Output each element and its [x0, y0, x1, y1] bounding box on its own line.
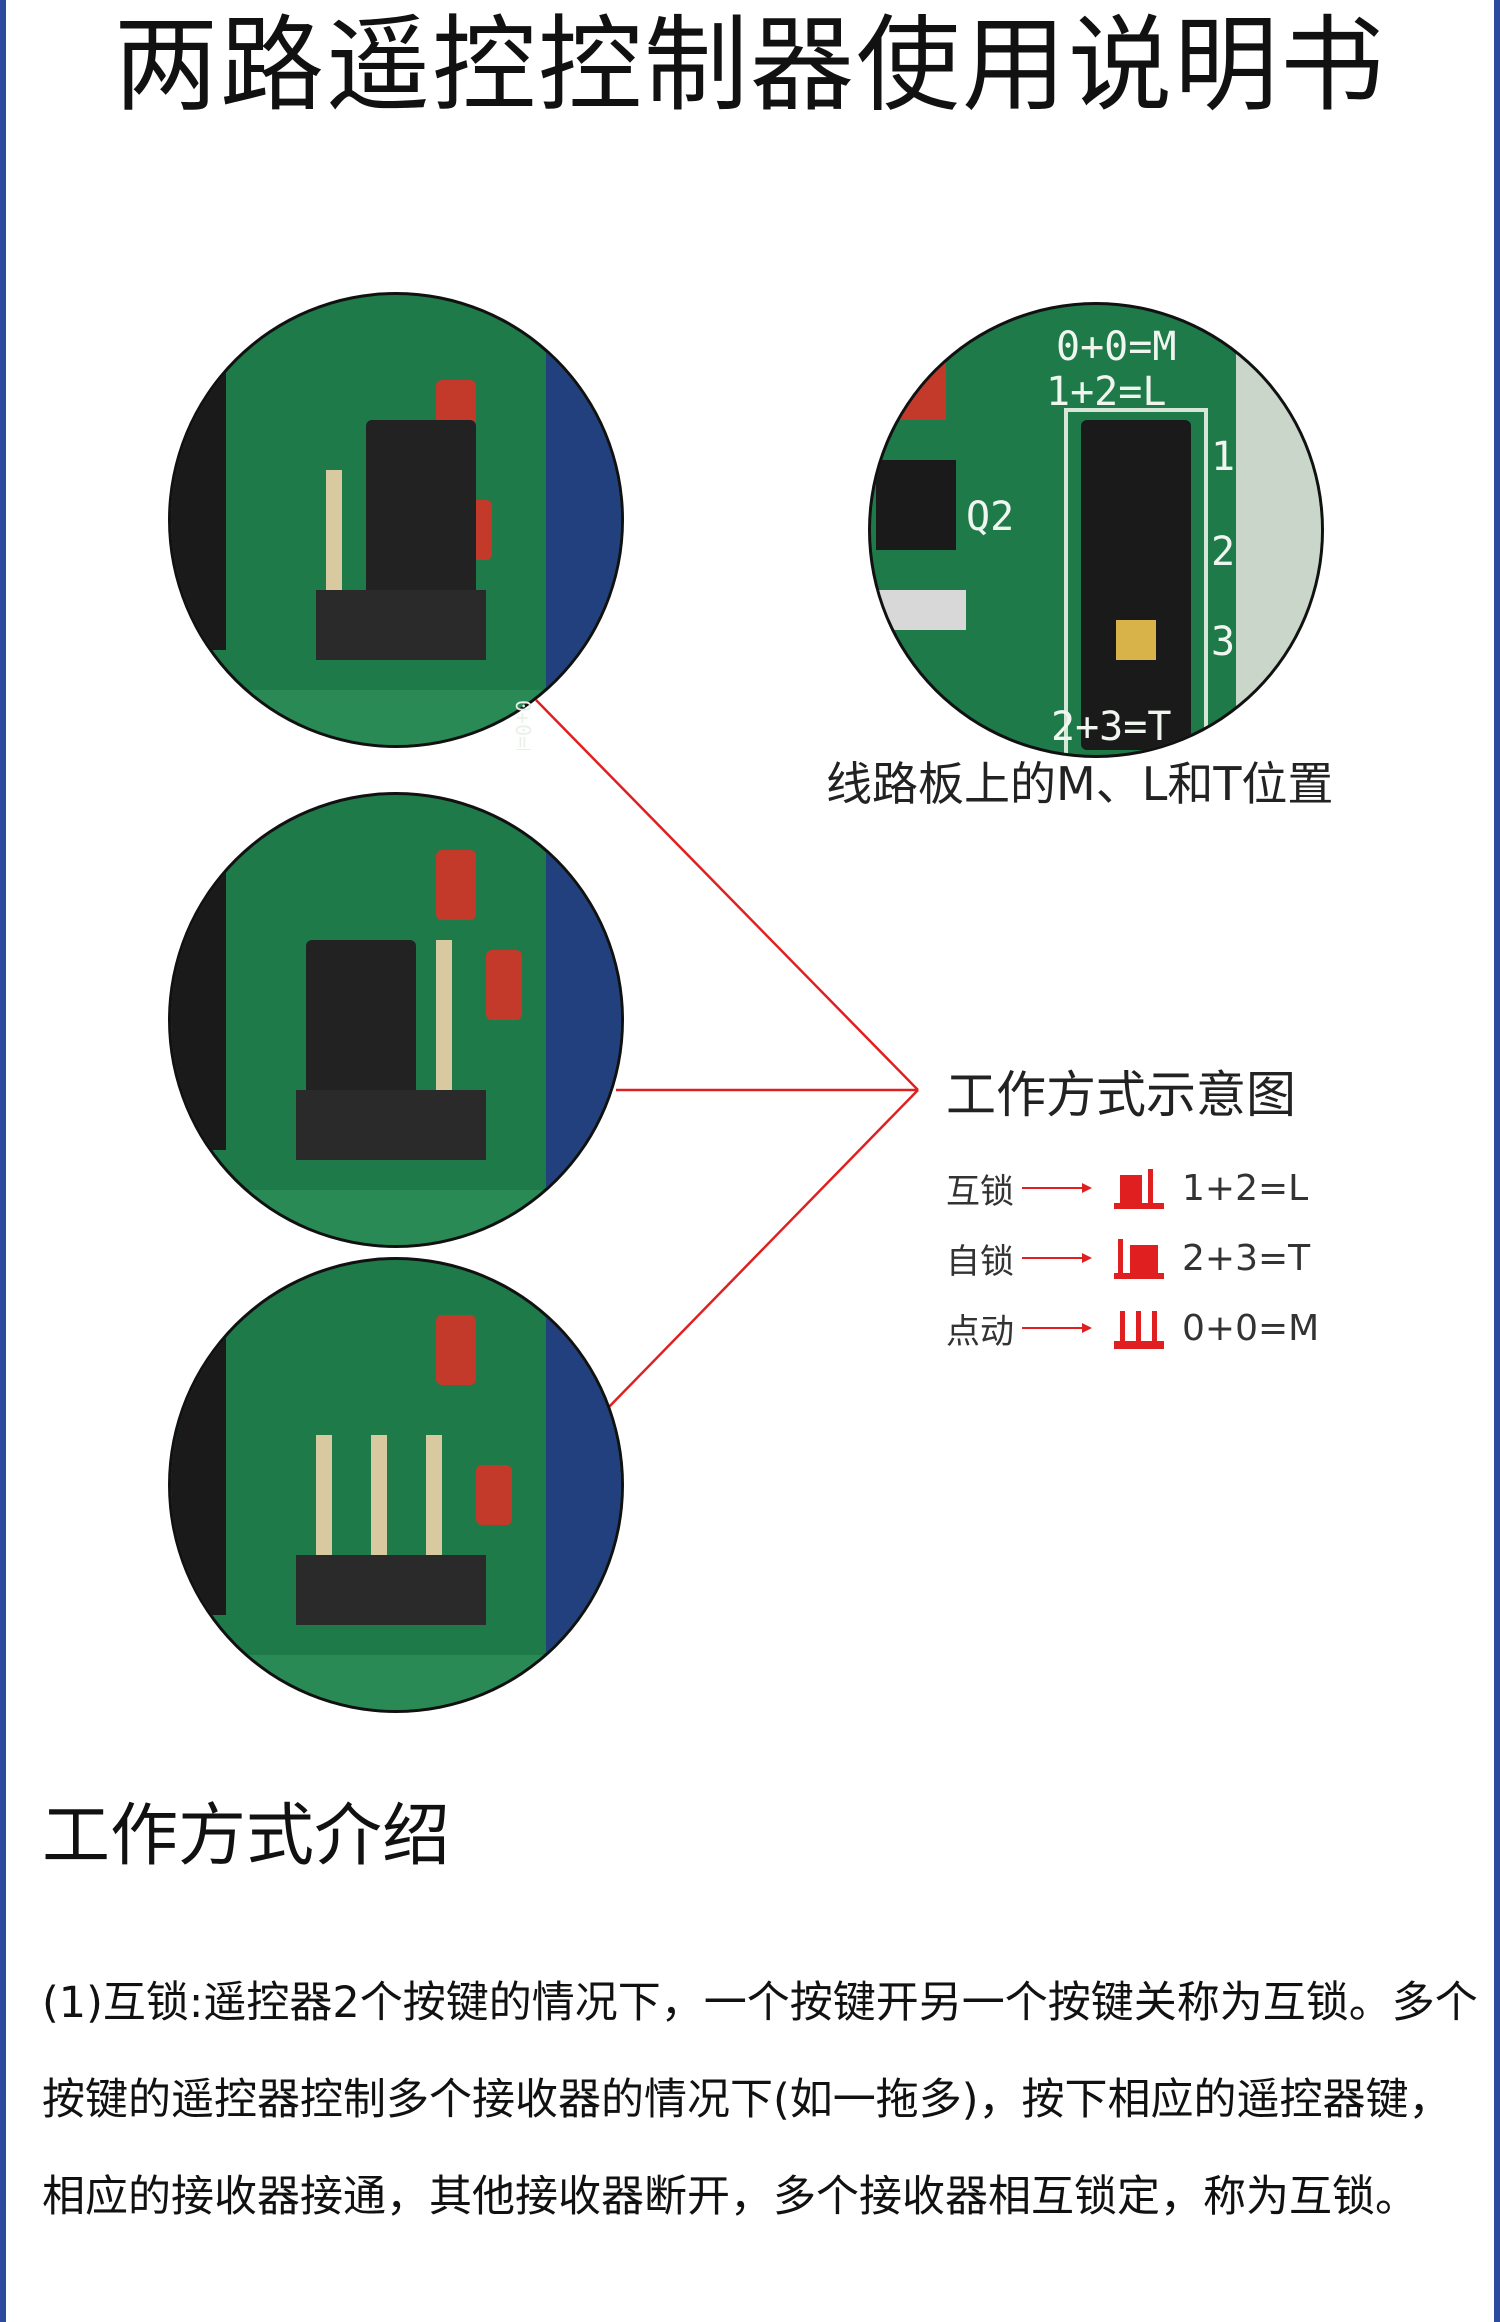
detail-pin2: 2	[1211, 529, 1235, 575]
silk-m: 0+0=M	[511, 700, 535, 750]
legend-mode: 点动	[946, 1311, 1014, 1352]
board-photo-momentary	[166, 1255, 626, 1715]
arrow-icon	[1022, 1323, 1092, 1333]
legend-formula: 0+0=M	[1182, 1307, 1320, 1349]
description-text: (1)互锁:遥控器2个按键的情况下，一个按键开另一个按键关称为互锁。多个按键的遥…	[42, 1978, 1478, 2222]
legend-formula: 1+2=L	[1182, 1167, 1309, 1209]
interlock-description: (1)互锁:遥控器2个按键的情况下，一个按键开另一个按键关称为互锁。多个按键的遥…	[42, 1955, 1482, 2246]
legend-row-momentary: 点动 0+0=M	[946, 1300, 1319, 1356]
arrow-icon	[1022, 1253, 1092, 1263]
detail-pin3: 3	[1211, 619, 1235, 665]
detail-silk-t: 2+3=T	[1051, 704, 1171, 750]
jumper-icon-interlock	[1114, 1169, 1164, 1209]
jumper-icon-momentary	[1114, 1311, 1164, 1349]
connector-lines	[535, 699, 919, 1411]
detail-q2: Q2	[966, 494, 1014, 540]
jumper-icon-selflock	[1114, 1239, 1164, 1279]
detail-silk-l: 1+2=L	[1046, 369, 1166, 415]
section-title: 工作方式介绍	[42, 1797, 451, 1876]
diagram-title: 工作方式示意图	[946, 1066, 1296, 1124]
board-caption: 线路板上的M、L和T位置	[826, 757, 1334, 811]
legend-mode: 互锁	[946, 1171, 1014, 1212]
detail-silk-m: 0+0=M	[1056, 324, 1176, 370]
page-title: 两路遥控控制器使用说明书	[113, 4, 1386, 126]
board-photo-detail: 0+0=M 1+2=L 1 2 3 2+3=T Q2	[866, 300, 1326, 760]
board-photo-interlock: 0+0=M	[166, 290, 626, 750]
legend-formula: 2+3=T	[1182, 1237, 1311, 1279]
legend-mode: 自锁	[946, 1241, 1014, 1282]
legend-row-interlock: 互锁 1+2=L	[946, 1160, 1308, 1216]
legend-row-selflock: 自锁 2+3=T	[946, 1230, 1310, 1286]
board-photo-selflock	[166, 790, 626, 1250]
detail-pin1: 1	[1211, 434, 1235, 480]
arrow-icon	[1022, 1183, 1092, 1193]
